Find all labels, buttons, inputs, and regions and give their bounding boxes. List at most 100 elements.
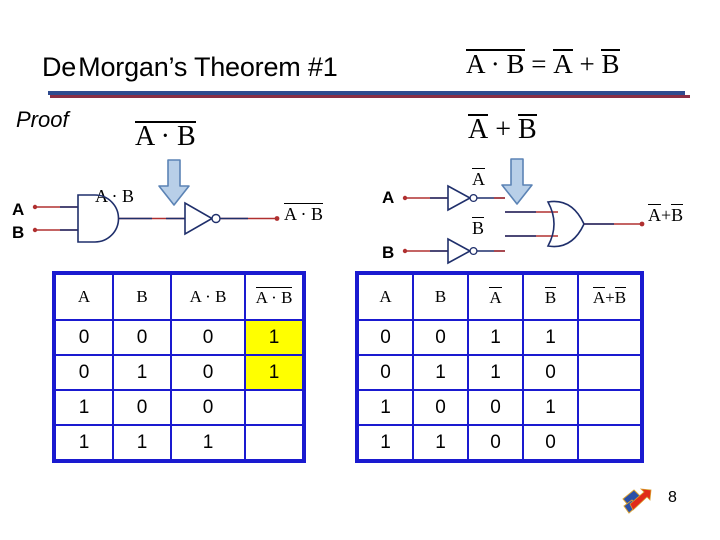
cell: 1 [54,424,114,461]
cell: 0 [170,319,246,356]
right-circuit-output-label: A+B [648,204,684,226]
page-title: De Morgan’s Theorem #1 [42,52,338,83]
cell: 0 [467,389,524,426]
table-row: 0 0 0 1 [54,319,304,356]
cell: 1 [412,354,469,391]
cell: 1 [412,424,469,461]
col-header-a: A [54,273,114,321]
cell: 1 [522,319,579,356]
right-circuit-diagram: A B A B A+B [370,160,720,265]
col-header-b: B [412,273,469,321]
cell: 1 [357,424,414,461]
cell: 1 [54,389,114,426]
down-arrow-icon [158,159,190,206]
cell: 0 [54,354,114,391]
title-formula-rhs-b: B [601,48,620,79]
title-formula-equals: = [531,49,547,79]
right-expression-plus: + [495,114,512,145]
left-circuit-input-a-label: A [12,200,25,219]
not-bubble-b-icon [469,246,478,256]
divider-line-blue [48,91,685,95]
proof-label: Proof [16,107,69,132]
or-gate-icon [546,200,585,248]
col-header-b-text: B [136,287,148,306]
col-header-not-b: B [522,273,579,321]
cell: 1 [467,354,524,391]
cell-highlighted: 1 [244,354,304,391]
cell: 1 [112,354,172,391]
title-formula: A · B = A + B [466,48,620,80]
title-formula-lhs: A · B [466,48,525,79]
left-expression: A · B [135,120,196,153]
left-circuit-input-b-label: B [12,223,25,242]
cell: 1 [112,424,172,461]
table-row: 1 0 0 1 [357,389,642,426]
table-row: 1 1 0 0 [357,424,642,461]
left-truth-table: A B A · B A · B 0 0 0 1 0 1 0 1 1 [52,271,306,463]
cell [577,354,642,391]
col-header-not-a: A [467,273,524,321]
col-header-a: A [357,273,414,321]
col-header-sum-plus: + [605,287,615,307]
cell [577,389,642,426]
right-circuit-input-a-label: A [382,188,395,207]
right-circuit-label-not-b: B [472,217,485,239]
cell [244,424,304,461]
right-expression-term-a: A [468,113,489,145]
right-circuit-output-a: A [648,204,661,225]
col-header-ab: A · B [170,273,246,321]
not-bubble-icon [211,213,221,224]
title-formula-plus: + [579,49,595,79]
page-number: 8 [668,489,677,506]
cell: 0 [170,389,246,426]
not-bubble-a-icon [469,193,478,203]
divider-line-red [50,95,690,98]
cell: 1 [522,389,579,426]
cell: 1 [170,424,246,461]
col-header-b-text: B [434,287,447,306]
left-circuit-output-label: A · B [284,203,324,225]
table-header-row: A B A B A+B [357,273,642,321]
cell [577,319,642,356]
cell: 0 [357,319,414,356]
title-formula-rhs-a: A [553,48,573,79]
col-header-sum-a: A [592,286,606,307]
down-arrow-icon [501,158,533,205]
right-circuit-not-a-text: A [472,168,485,189]
left-expression-text: A · B [135,120,196,152]
cell: 1 [467,319,524,356]
cell: 0 [522,424,579,461]
left-circuit-mid-label: A · B [95,186,135,206]
col-header-not-a-plus-not-b: A+B [577,273,642,321]
right-circuit-label-not-a: A [472,168,485,190]
col-header-ab-text: A · B [189,287,227,306]
company-logo-icon [622,488,652,514]
cell: 0 [112,319,172,356]
node-dot-a [32,204,38,210]
right-circuit-input-b-label: B [382,243,395,262]
cell: 0 [412,389,469,426]
cell: 0 [522,354,579,391]
right-expression: A + B [468,113,537,146]
not-gate-a-icon [447,184,472,212]
node-dot-output [639,221,645,227]
table-row: 0 1 0 1 [54,354,304,391]
table-row: 1 1 1 [54,424,304,461]
cell: 0 [467,424,524,461]
col-header-not-ab: A · B [244,273,304,321]
table-row: 0 1 1 0 [357,354,642,391]
node-dot-b [32,227,38,233]
cell-highlighted: 1 [244,319,304,356]
right-circuit-output-b: B [671,204,684,225]
col-header-not-ab-text: A · B [255,286,293,307]
cell [577,424,642,461]
and-gate-icon [77,194,120,243]
cell: 1 [357,389,414,426]
page-title-text: De Morgan’s Theorem #1 [42,52,338,82]
col-header-not-b-text: B [544,286,557,307]
right-circuit-output-plus: + [661,205,672,225]
cell [244,389,304,426]
col-header-a-text: A [77,287,91,306]
not-gate-b-icon [447,237,472,265]
cell: 0 [412,319,469,356]
